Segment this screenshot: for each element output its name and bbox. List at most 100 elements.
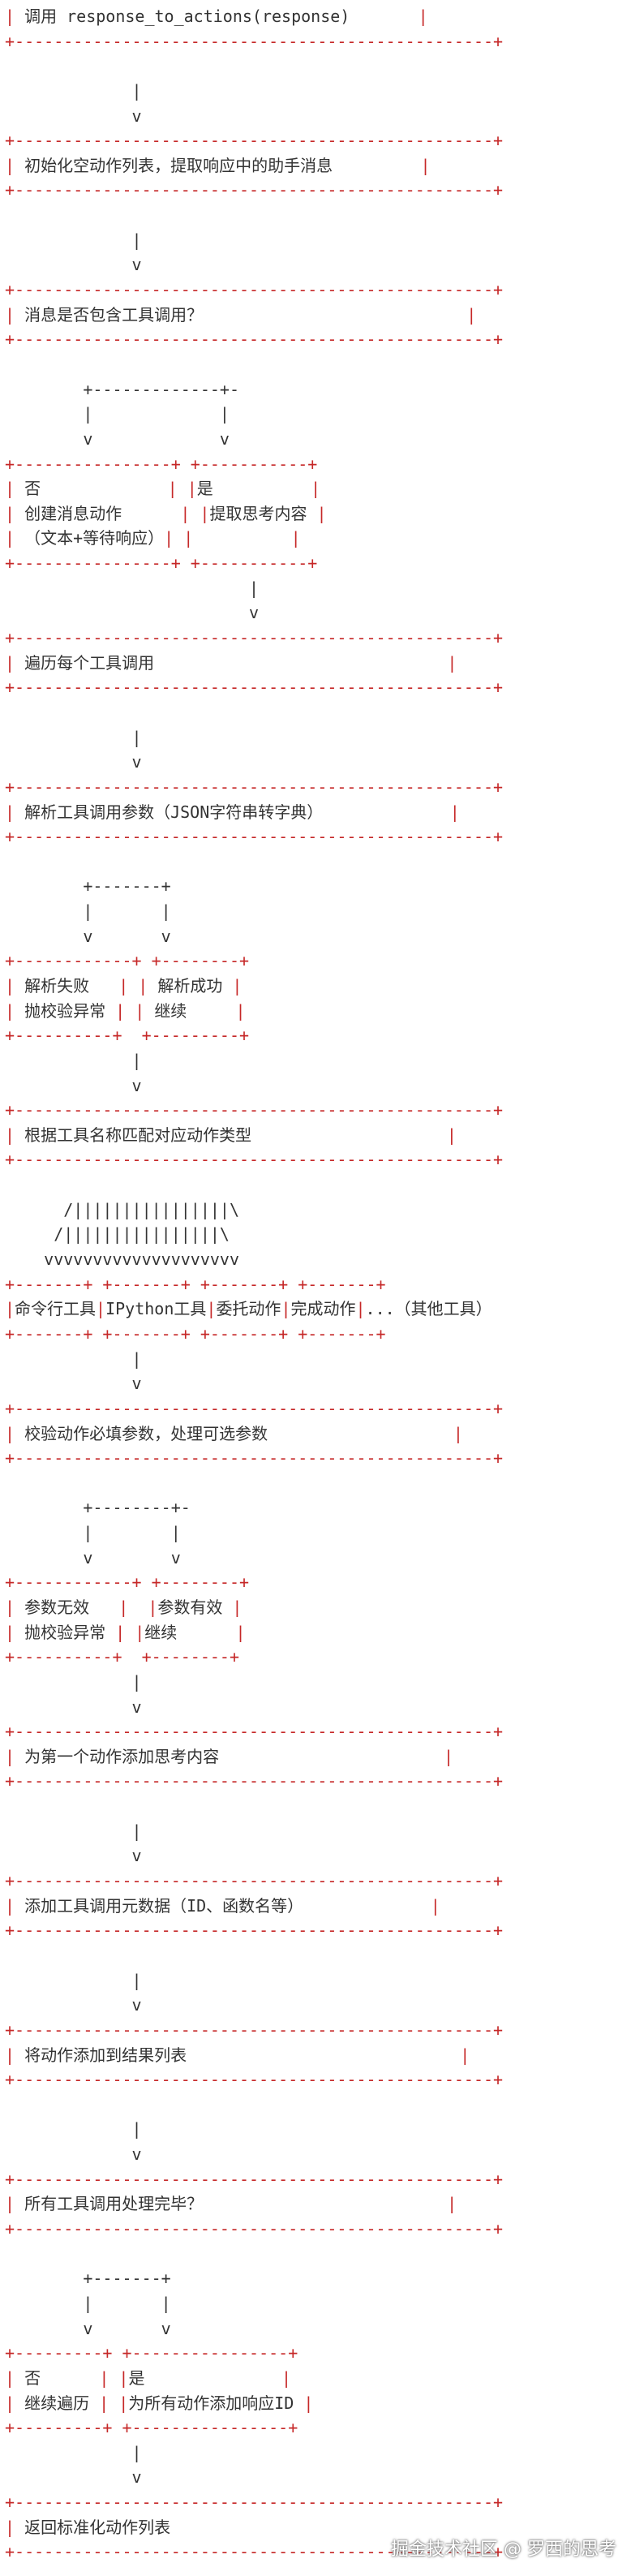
- flow-border-char: |: [206, 1299, 217, 1319]
- flow-box-border: +---------+ +----------------+: [5, 2418, 298, 2438]
- flow-label: 否: [24, 479, 41, 499]
- flow-label: 否: [24, 2367, 41, 2388]
- flow-border-char: |: [5, 2517, 25, 2537]
- flow-label: 解析工具调用参数（JSON字符串转字典）: [24, 802, 324, 822]
- flow-box-border: +------------+ +--------+: [5, 951, 250, 971]
- flow-connector: +-------+: [5, 876, 171, 897]
- flow-box-border: +-------+ +-------+ +-------+ +-------+: [5, 1323, 386, 1344]
- flow-border-char: |: [5, 652, 25, 673]
- flow-border-char: |: [96, 1299, 106, 1319]
- flow-label: 继续: [154, 1000, 187, 1021]
- flow-box-border: +----------+ +---------+: [5, 1026, 250, 1046]
- flow-border-char: |: [219, 1746, 454, 1766]
- flow-label: 返回标准化动作列表: [24, 2517, 171, 2537]
- flow-border-char: |: [5, 2045, 25, 2065]
- flow-box-border: +---------------------------------------…: [5, 1448, 504, 1469]
- flow-box-border: +------------+ +--------+: [5, 1572, 250, 1593]
- flow-box-text: | 参数无效 | |参数有效 |: [5, 1598, 242, 1617]
- flow-connector: v: [5, 1374, 142, 1394]
- flow-border-char: |: [5, 2393, 25, 2413]
- flow-connector: v v: [5, 428, 230, 449]
- flow-label: 命令行工具: [15, 1299, 97, 1319]
- flow-box-text: | 继续遍历 | |为所有动作添加响应ID |: [5, 2393, 313, 2413]
- flow-label: 创建消息动作: [24, 503, 122, 523]
- flow-border-char: |: [187, 1000, 246, 1021]
- flow-box-border: +----------------+ +-----------+: [5, 553, 318, 574]
- flow-box-border: +-------+ +-------+ +-------+ +-------+: [5, 1274, 386, 1294]
- flow-box-border: +---------------------------------------…: [5, 628, 504, 648]
- flow-connector: v: [5, 1697, 142, 1717]
- flow-border-char: |: [187, 2045, 470, 2065]
- flow-box-border: +---------------------------------------…: [5, 1100, 504, 1120]
- flow-box-text: | 解析工具调用参数（JSON字符串转字典） |: [5, 802, 460, 822]
- flow-box-text: | 初始化空动作列表，提取响应中的助手消息 |: [5, 156, 431, 175]
- flow-box-border: +----------+ +--------+: [5, 1647, 239, 1667]
- flow-border-char: |: [5, 155, 25, 175]
- flow-border-char: |: [5, 2194, 25, 2214]
- flow-connector: v: [5, 1075, 142, 1095]
- flow-border-char: |: [203, 2194, 457, 2214]
- watermark: 掘金技术社区 @ 罗西的思考: [391, 2539, 616, 2560]
- flow-border-char: |: [355, 1299, 366, 1319]
- flow-label: IPython工具: [105, 1299, 207, 1319]
- flow-border-char: | |: [41, 479, 197, 499]
- flow-connector: v: [5, 752, 142, 772]
- flow-box-border: +---------------------------------------…: [5, 2169, 504, 2189]
- flow-border-char: | | |: [164, 528, 301, 548]
- flow-label: 参数无效: [24, 1598, 90, 1617]
- flow-box-text: | 否 | |是 |: [5, 479, 320, 498]
- flow-connector: +-------+: [5, 2269, 171, 2289]
- flow-box-text: | 所有工具调用处理完毕？ |: [5, 2194, 457, 2213]
- flow-connector: |: [5, 230, 142, 250]
- flow-border-char: |: [307, 503, 327, 523]
- flow-box-text: | 抛校验异常 | |继续 |: [5, 1623, 246, 1642]
- flow-border-char: | |: [105, 1000, 155, 1021]
- flow-border-char: |: [154, 652, 457, 673]
- flow-connector: | |: [5, 2293, 171, 2313]
- flow-box-border: +---------------------------------------…: [5, 280, 504, 300]
- flow-border-char: | |: [122, 503, 210, 523]
- flow-border-char: |: [5, 528, 25, 548]
- flow-label: 添加工具调用元数据（ID、函数名等）: [24, 1895, 304, 1916]
- flow-label: ...（其他工具）: [365, 1299, 492, 1319]
- flow-border-char: |: [5, 1423, 25, 1443]
- flow-box-border: +---------------------------------------…: [5, 1722, 504, 1742]
- flow-box-border: +---------------------------------------…: [5, 1398, 504, 1418]
- flow-label: 将动作添加到结果列表: [24, 2045, 187, 2065]
- flow-connector: v v: [5, 926, 171, 946]
- flow-border-char: | |: [89, 2393, 129, 2413]
- flow-border-char: |: [294, 2393, 314, 2413]
- flow-connector: | |: [5, 901, 171, 922]
- flow-box-text: | 抛校验异常 | | 继续 |: [5, 1001, 246, 1021]
- flow-box-text: | 解析失败 | | 解析成功 |: [5, 976, 242, 996]
- flow-connector: /||||||||||||||||\: [5, 1199, 239, 1219]
- flow-box-border: +---------------------------------------…: [5, 131, 504, 151]
- flow-connector: |: [5, 1348, 142, 1369]
- flow-border-char: |: [350, 6, 428, 26]
- flow-border-char: | |: [89, 1598, 158, 1617]
- flow-box-text: | 为第一个动作添加思考内容 |: [5, 1747, 453, 1766]
- flow-label: 参数有效: [157, 1598, 223, 1617]
- flow-connector: v: [5, 1995, 142, 2015]
- flow-box-text: | 调用 response_to_actions(response) |: [5, 6, 428, 26]
- flow-box-text: | 添加工具调用元数据（ID、函数名等） |: [5, 1896, 440, 1916]
- flow-label: 完成动作: [290, 1299, 356, 1319]
- flow-label: 遍历每个工具调用: [24, 652, 155, 673]
- flow-label: 根据工具名称匹配对应动作类型: [24, 1125, 252, 1145]
- flow-connector: vvvvvvvvvvvvvvvvvvvv: [5, 1249, 239, 1270]
- flow-box-border: +---------------------------------------…: [5, 31, 504, 51]
- flow-connector: |: [5, 2119, 142, 2139]
- flow-connector: | |: [5, 404, 230, 424]
- flow-label: 提取思考内容: [209, 503, 307, 523]
- flow-border-char: | |: [105, 1622, 145, 1642]
- flow-connector: +-------------+-: [5, 379, 239, 399]
- flow-border-char: |: [5, 1598, 25, 1617]
- flow-border-char: |: [323, 802, 460, 822]
- flow-border-char: | |: [41, 2367, 129, 2388]
- flow-border-char: |: [251, 1125, 457, 1145]
- flow-box-border: +---------------------------------------…: [5, 180, 504, 200]
- flow-box-border: +---------------------------------------…: [5, 329, 504, 350]
- flow-box-border: +---------------------------------------…: [5, 1771, 504, 1791]
- flow-connector: v: [5, 1846, 142, 1866]
